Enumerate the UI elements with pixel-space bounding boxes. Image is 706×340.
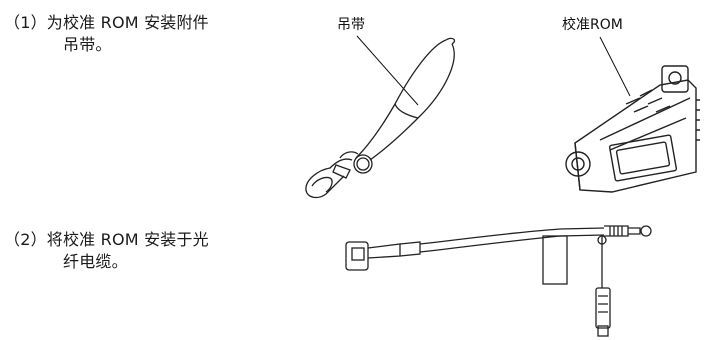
step-1-line1: 为校准 ROM 安装附件 bbox=[46, 13, 209, 32]
fiber-cable-illustration bbox=[345, 225, 652, 337]
strap-illustration bbox=[305, 37, 456, 199]
step-2-number: （2） bbox=[4, 230, 47, 249]
step-2-line2: 纤电缆。 bbox=[63, 252, 128, 271]
step-2-text: （2）将校准 ROM 安装于光 纤电缆。 bbox=[4, 229, 294, 273]
step-1-number: （1） bbox=[4, 13, 47, 32]
rom-leader-line bbox=[599, 36, 631, 97]
callout-strap-label: 吊带 bbox=[337, 17, 365, 33]
step-2-line1: 将校准 ROM 安装于光 bbox=[46, 230, 209, 249]
step-1-line2: 吊带。 bbox=[63, 35, 112, 54]
strap-leader-line bbox=[356, 35, 419, 106]
step-1-text: （1）为校准 ROM 安装附件 吊带。 bbox=[4, 12, 294, 56]
callout-rom-label: 校准ROM bbox=[562, 17, 623, 33]
rom-illustration bbox=[565, 65, 700, 193]
